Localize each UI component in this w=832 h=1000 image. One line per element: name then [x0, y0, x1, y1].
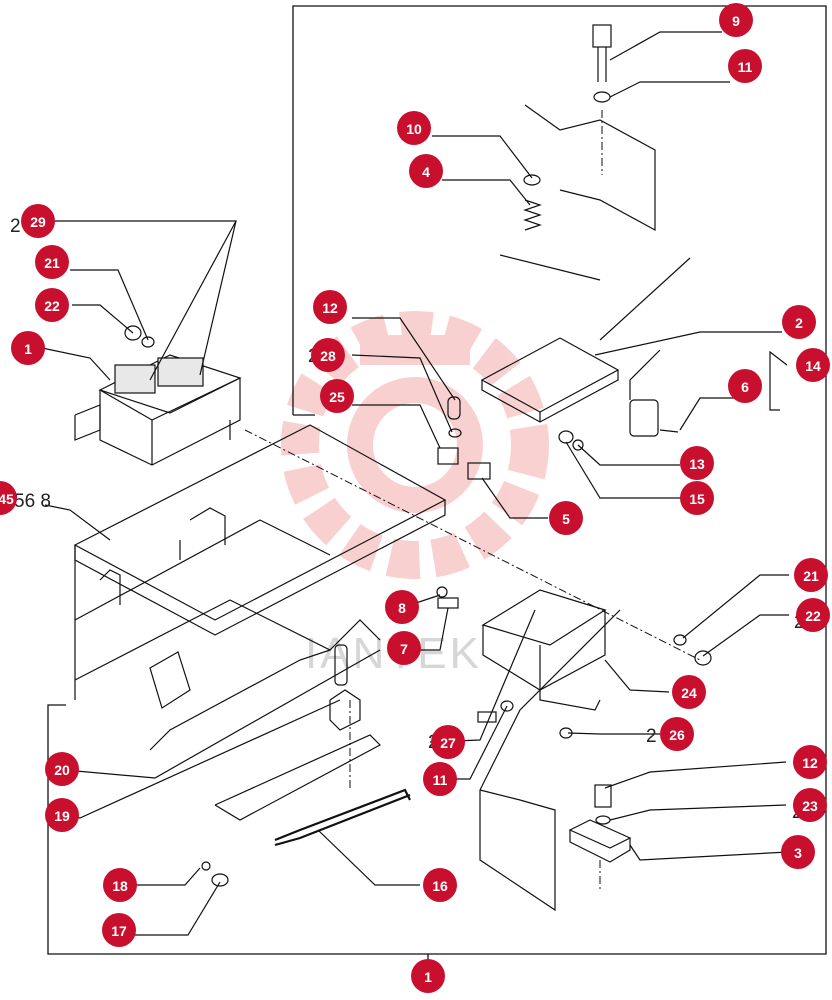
- callout-label: 1: [24, 341, 32, 357]
- assembly-lines: [244, 110, 701, 890]
- svg-text:45: 45: [0, 491, 14, 507]
- part-19-bracket: [214, 689, 381, 821]
- callout-label: 19: [54, 808, 70, 824]
- callout-label: 9: [732, 13, 740, 29]
- callout-badge-23: 23: [793, 788, 827, 822]
- watermark-logo: [281, 311, 549, 579]
- callout-badge-16: 16: [423, 868, 457, 902]
- callout-label: 1: [424, 969, 432, 985]
- callout-badge-5: 5: [549, 501, 583, 535]
- callout-badge-1: 1: [11, 331, 45, 365]
- callout-label: 22: [44, 298, 60, 314]
- callout-label: 10: [406, 121, 422, 137]
- callout-badge-22: 22: [35, 288, 69, 322]
- callout-badge-21: 21: [794, 558, 828, 592]
- part-3-bracket: [479, 789, 632, 912]
- callout-label: 21: [44, 255, 60, 271]
- part-24-tray: [481, 589, 607, 711]
- part-16-rod: [274, 788, 411, 847]
- callout-label: 11: [738, 59, 753, 75]
- callout-label: 27: [440, 735, 456, 751]
- callout-label: 26: [669, 727, 685, 743]
- top-hardware: [499, 24, 691, 341]
- callout-label: 29: [30, 214, 46, 230]
- stray-label: 56 8: [14, 491, 51, 512]
- stray-digit-2-a: 2: [10, 216, 21, 237]
- callout-badge-17: 17: [102, 913, 136, 947]
- callout-badge-10: 10: [397, 111, 431, 145]
- callout-badge-1: 1: [411, 959, 445, 993]
- callout-badge-19: 19: [45, 798, 79, 832]
- callout-label: 18: [112, 878, 128, 894]
- callout-label: 13: [689, 456, 705, 472]
- callout-label: 2: [795, 315, 803, 331]
- callout-badge-3: 3: [781, 835, 815, 869]
- callout-badge-27: 27: [431, 725, 465, 759]
- callout-label: 4: [422, 164, 430, 180]
- callout-badge-18: 18: [103, 868, 137, 902]
- callout-label: 22: [805, 608, 821, 624]
- callout-label: 15: [689, 491, 705, 507]
- stray-digit-2-d: 2: [646, 726, 657, 747]
- callout-label: 21: [803, 568, 819, 584]
- part-1-housing: [74, 354, 242, 466]
- callout-label: 14: [805, 358, 821, 374]
- callout-label: 6: [741, 379, 749, 395]
- callout-badge-2: 2: [782, 305, 816, 339]
- part-2-cover: [480, 337, 620, 423]
- callout-label: 7: [400, 641, 408, 657]
- callout-badge-13: 13: [680, 446, 714, 480]
- callout-label: 23: [802, 798, 818, 814]
- small-parts: [124, 325, 712, 887]
- callout-label: 17: [111, 923, 127, 939]
- callout-label: 3: [794, 845, 802, 861]
- callout-badge-9: 9: [719, 3, 753, 37]
- callout-badge-26: 26: [660, 717, 694, 751]
- callout-badge-11: 11: [728, 49, 762, 83]
- callout-label: 11: [433, 772, 448, 788]
- callout-badge-partial: 45: [0, 481, 17, 515]
- callout-badge-14: 14: [796, 348, 830, 382]
- callout-label: 20: [54, 762, 70, 778]
- callout-label: 12: [802, 755, 818, 771]
- callout-badge-8: 8: [385, 590, 419, 624]
- chassis-frame: [73, 420, 447, 751]
- callout-badge-15: 15: [680, 481, 714, 515]
- callout-badge-7: 7: [387, 631, 421, 665]
- callout-label: 24: [681, 685, 697, 701]
- callout-badge-20: 20: [45, 752, 79, 786]
- callout-badge-22: 22: [796, 598, 830, 632]
- callout-badge-12: 12: [313, 290, 347, 324]
- callout-badge-21: 21: [35, 245, 69, 279]
- callout-badge-28: 28: [311, 338, 345, 372]
- callout-badge-6: 6: [728, 369, 762, 403]
- callout-badge-12: 12: [793, 745, 827, 779]
- callout-label: 8: [398, 600, 406, 616]
- callout-label: 12: [322, 300, 338, 316]
- callout-label: 16: [432, 878, 448, 894]
- callout-badge-4: 4: [409, 154, 443, 188]
- callout-label: 5: [562, 511, 570, 527]
- callout-label: 28: [320, 348, 336, 364]
- callout-label: 25: [329, 389, 345, 405]
- callout-badge-29: 29: [21, 204, 55, 238]
- callout-badge-24: 24: [672, 675, 706, 709]
- callout-badge-11: 11: [423, 762, 457, 796]
- callout-badge-25: 25: [320, 379, 354, 413]
